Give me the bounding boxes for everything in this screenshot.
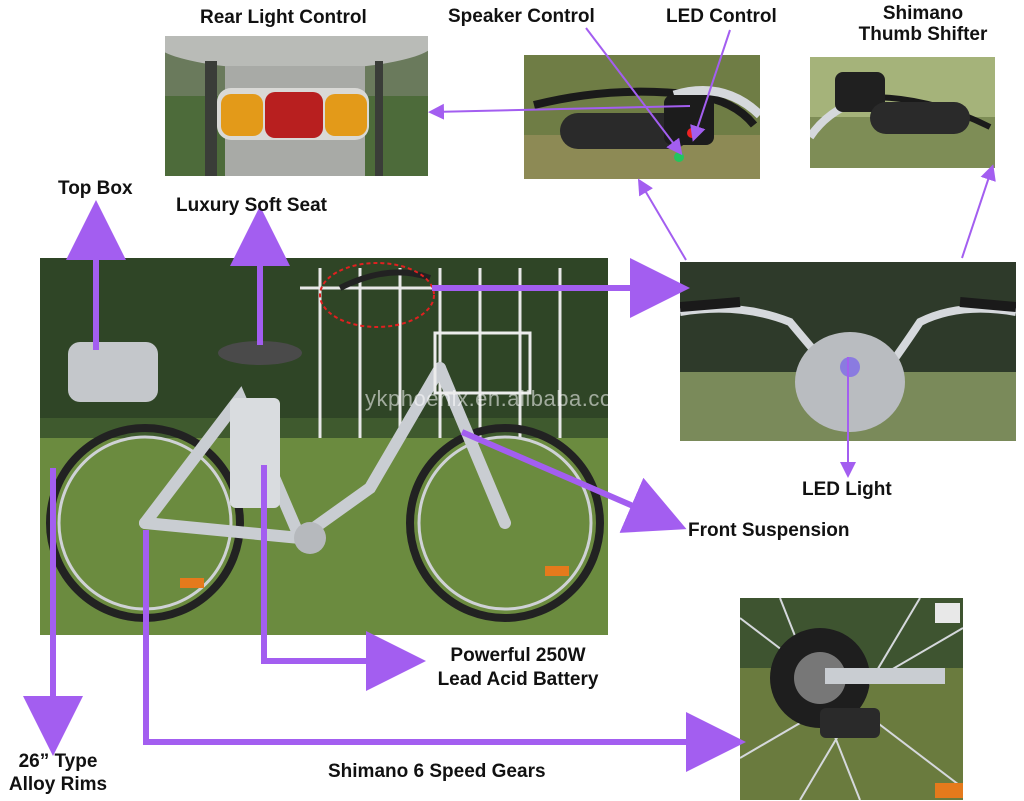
rims-label-line1: 26” Type: [18, 751, 98, 772]
top-box-label: Top Box: [58, 178, 133, 199]
speaker-control-label: Speaker Control: [448, 6, 595, 27]
battery-label-line1: Powerful 250W: [450, 645, 586, 666]
watermark: ykphoenix.en.alibaba.com: [365, 386, 608, 411]
led-light-photo: [680, 262, 1016, 441]
rear-light-control-label: Rear Light Control: [200, 7, 367, 28]
shimano-thumb-shifter-line1: Shimano: [882, 3, 964, 24]
led-control-label: LED Control: [666, 6, 777, 27]
luxury-soft-seat-label: Luxury Soft Seat: [176, 195, 327, 216]
shimano-thumb-shifter-line2: Thumb Shifter: [858, 24, 988, 45]
shimano-thumb-shifter-label: Shimano Thumb Shifter: [838, 3, 1008, 45]
shifter-line: [961, 164, 996, 259]
speaker-led-control-photo: [524, 55, 760, 179]
gears-photo: [740, 598, 963, 800]
main-bike-photo: ykphoenix.en.alibaba.com: [40, 258, 608, 635]
controls-to-photo-line: [637, 178, 687, 261]
battery-label-line2: Lead Acid Battery: [437, 669, 599, 690]
rear-light-photo: [165, 36, 428, 176]
led-light-label: LED Light: [802, 479, 892, 500]
shimano-gears-label: Shimano 6 Speed Gears: [328, 761, 546, 782]
rims-label: 26” Type Alloy Rims: [0, 750, 116, 796]
battery-label: Powerful 250W Lead Acid Battery: [412, 644, 624, 692]
thumb-shifter-photo: [810, 57, 995, 168]
rims-label-line2: Alloy Rims: [8, 774, 108, 795]
front-suspension-label: Front Suspension: [688, 520, 850, 541]
